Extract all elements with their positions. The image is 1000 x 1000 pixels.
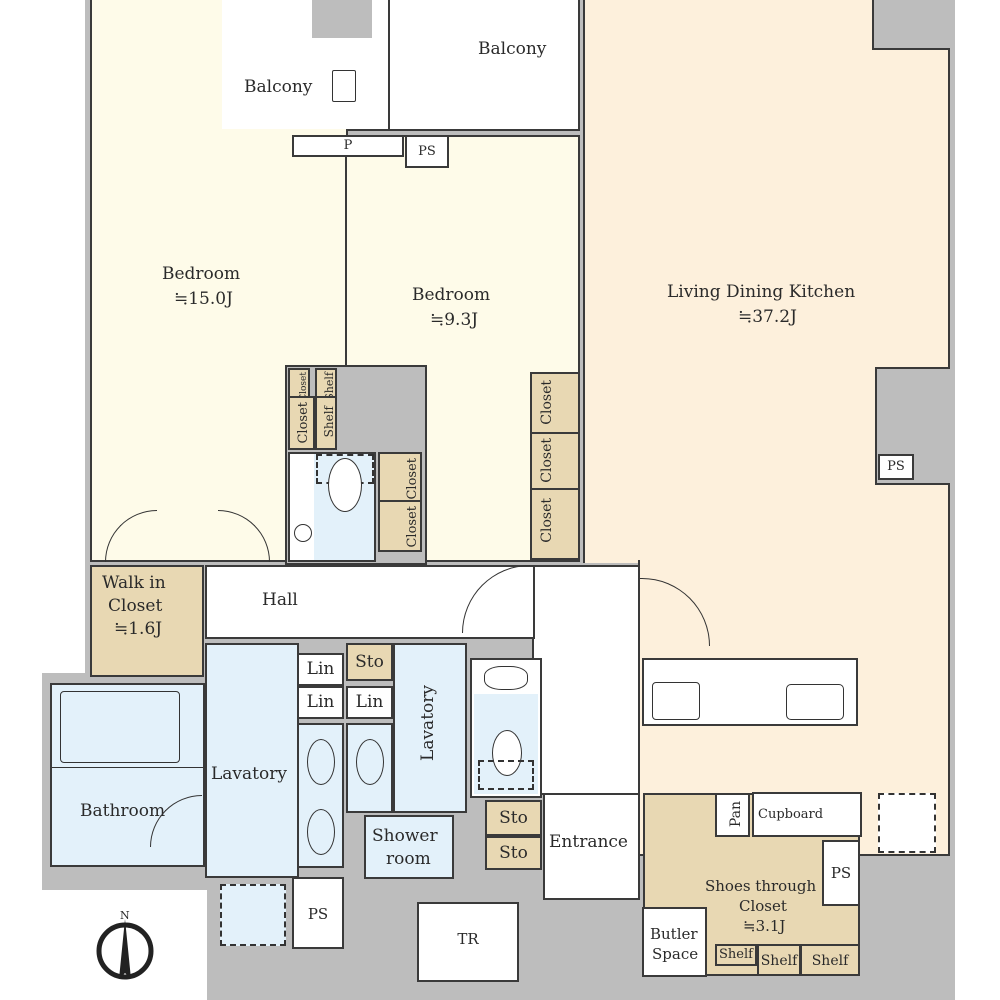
lavatory-1: Lavatory bbox=[205, 643, 299, 878]
corridor bbox=[532, 565, 640, 795]
handwash-icon bbox=[484, 666, 528, 690]
shoes-label-2: Closet bbox=[739, 897, 787, 915]
compass-icon bbox=[96, 919, 154, 980]
ldk-area: ≒37.2J bbox=[738, 307, 797, 327]
cupboard: Cupboard bbox=[752, 792, 862, 837]
ldk-name: Living Dining Kitchen bbox=[667, 282, 856, 302]
shoes-label: Shoes through bbox=[705, 877, 817, 895]
void-box bbox=[878, 793, 936, 853]
storage: Sto bbox=[346, 643, 393, 681]
pantry: Pan bbox=[715, 793, 750, 837]
shower-room: Shower room bbox=[364, 815, 454, 879]
ps-shoes: PS bbox=[822, 840, 860, 906]
butler-label-2: Space bbox=[652, 945, 699, 963]
pantry-label: Pan bbox=[728, 801, 744, 828]
linen-closet: Lin bbox=[346, 686, 393, 719]
kitchen-counter bbox=[642, 658, 858, 726]
toilet-icon bbox=[328, 458, 362, 512]
bedroom-1-area: ≒15.0J bbox=[174, 289, 233, 309]
closet-label: Closet bbox=[539, 380, 555, 425]
hall-label: Hall bbox=[262, 590, 298, 610]
linen-closet: Lin bbox=[297, 653, 344, 686]
pipe-space: P bbox=[292, 135, 404, 157]
closet-label: Closet bbox=[539, 498, 555, 543]
toilet-room-bedroom bbox=[288, 452, 376, 562]
compass-north-label: N bbox=[120, 909, 130, 922]
shower-label-2: room bbox=[386, 849, 431, 869]
balcony-left: Balcony bbox=[220, 0, 390, 131]
shelf: Shelf bbox=[757, 944, 801, 976]
butler-space: Butler Space bbox=[642, 907, 707, 977]
bathtub-icon bbox=[60, 691, 180, 763]
drain-icon bbox=[332, 70, 356, 102]
bedroom-1 bbox=[90, 0, 222, 562]
linen-closet: Lin bbox=[297, 686, 344, 719]
bedroom-2-name: Bedroom bbox=[412, 285, 491, 305]
entrance: Entrance bbox=[543, 793, 640, 900]
toilet-room bbox=[470, 658, 542, 798]
shower-label: Shower bbox=[372, 826, 438, 846]
walk-in-closet: Walk in Closet ≒1.6J bbox=[90, 565, 204, 677]
sink-icon bbox=[307, 739, 335, 785]
trunk-room: TR bbox=[417, 902, 519, 982]
vanity bbox=[297, 723, 344, 868]
north-compass: N bbox=[96, 905, 158, 985]
walk-in-label-2: Closet bbox=[108, 596, 163, 616]
bedroom-1-name: Bedroom bbox=[162, 264, 241, 284]
closet-label: Closet bbox=[539, 438, 555, 483]
storage: Sto bbox=[485, 836, 542, 870]
ps-bottom: PS bbox=[292, 877, 344, 949]
shoes-area: ≒3.1J bbox=[743, 917, 786, 935]
sink-icon bbox=[294, 524, 312, 542]
balcony-right: Balcony bbox=[388, 0, 580, 131]
kitchen-sink-icon bbox=[786, 684, 844, 720]
shelf-label: Shelf bbox=[322, 406, 336, 438]
storage: Sto bbox=[485, 800, 542, 836]
bathroom-label: Bathroom bbox=[80, 801, 166, 821]
sink-icon bbox=[307, 809, 335, 855]
toilet-icon bbox=[492, 730, 522, 776]
closet-label: Closet bbox=[405, 458, 420, 500]
void-box bbox=[220, 884, 286, 946]
balcony-right-label: Balcony bbox=[478, 39, 547, 59]
lavatory-1-label: Lavatory bbox=[211, 764, 287, 784]
walk-in-label: Walk in bbox=[102, 573, 166, 593]
sink-icon bbox=[356, 739, 384, 785]
ps-top: PS bbox=[405, 135, 449, 168]
entrance-label: Entrance bbox=[549, 832, 628, 852]
vanity-2 bbox=[346, 723, 393, 813]
lavatory-2: Lavatory bbox=[393, 643, 467, 813]
bedroom-2-area: ≒9.3J bbox=[430, 310, 479, 330]
closet-label: Closet bbox=[405, 506, 420, 548]
ps-ldk: PS bbox=[878, 454, 914, 480]
shelf: Shelf bbox=[800, 944, 860, 976]
lavatory-2-label: Lavatory bbox=[418, 685, 438, 761]
walk-in-area: ≒1.6J bbox=[114, 619, 163, 639]
shelf: Shelf bbox=[715, 944, 757, 966]
balcony-left-label: Balcony bbox=[244, 77, 313, 97]
stove-icon bbox=[652, 682, 700, 720]
butler-label: Butler bbox=[650, 925, 698, 943]
closet-label: Closet bbox=[296, 402, 311, 444]
